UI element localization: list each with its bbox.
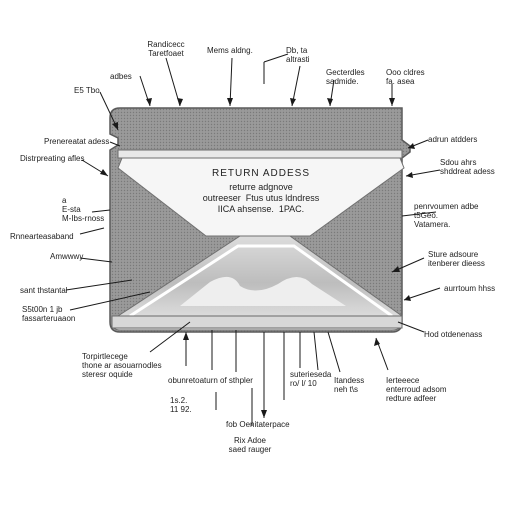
label-bottom-2: obunretoaturn of sthpler: [168, 376, 253, 385]
label-right-1: adrun atdders: [428, 135, 477, 144]
label-left-8: S5t00n 1 jb fassarteruaaon: [22, 305, 75, 323]
label-right-6: Hod otdenenass: [424, 330, 482, 339]
label-top-5: Ooo cldres fa. asea: [386, 68, 425, 86]
label-right-5: aurrtoum hhss: [444, 284, 495, 293]
label-left-3: Distrpreating afles: [20, 154, 84, 163]
envelope-bottom-strip: [112, 316, 402, 328]
envelope-inner-lip: [118, 150, 402, 158]
label-top-6: adbes: [110, 72, 132, 81]
label-left-7: sant thstantal: [20, 286, 68, 295]
label-left-6: Amwwwy: [50, 252, 83, 261]
label-left-1: E5 Tbo: [74, 86, 100, 95]
label-bottom-8: Rix Adoe saed rauger: [222, 436, 278, 454]
label-top-2: Mems aldng.: [207, 46, 253, 55]
label-bottom-3: suterieseda ro/ l/ 10: [290, 370, 331, 388]
return-address-line-1: returre adgnove: [196, 182, 326, 192]
label-right-4: Sture adsoure itenberer dieess: [428, 250, 485, 268]
return-address-line-3: IICA ahsense. 1PAC.: [186, 204, 336, 214]
label-bottom-4: 1s.2. 11 92.: [170, 396, 192, 414]
label-top-4: Gecterdles sadmide.: [326, 68, 365, 86]
label-bottom-1: Torpirtlecege thone ar asouarnodles ster…: [82, 352, 162, 379]
label-top-1: Randicecc Taretfoaet: [140, 40, 192, 58]
return-address-heading: RETURN ADDESS: [196, 168, 326, 179]
label-bottom-7: fob Oenitaterpace: [226, 420, 290, 429]
return-address-line-2: outreeser Ftus utus ldndress: [176, 193, 346, 203]
label-left-2: Prenereatat adess: [44, 137, 109, 146]
label-left-4: a E-sta M-Ibs-rnoss: [62, 196, 104, 223]
label-bottom-6: Ierteeece enterroud adsom redture adfeer: [386, 376, 446, 403]
label-right-3: penrvoumen adbe t5Geo. Vatamera.: [414, 202, 479, 229]
label-left-5: Rnnearteasaband: [10, 232, 74, 241]
label-bottom-5: Itandess neh t\s: [334, 376, 364, 394]
label-right-2: Sdou ahrs shddreat adess: [440, 158, 495, 176]
label-top-3: Db, ta altrasti: [286, 46, 310, 64]
